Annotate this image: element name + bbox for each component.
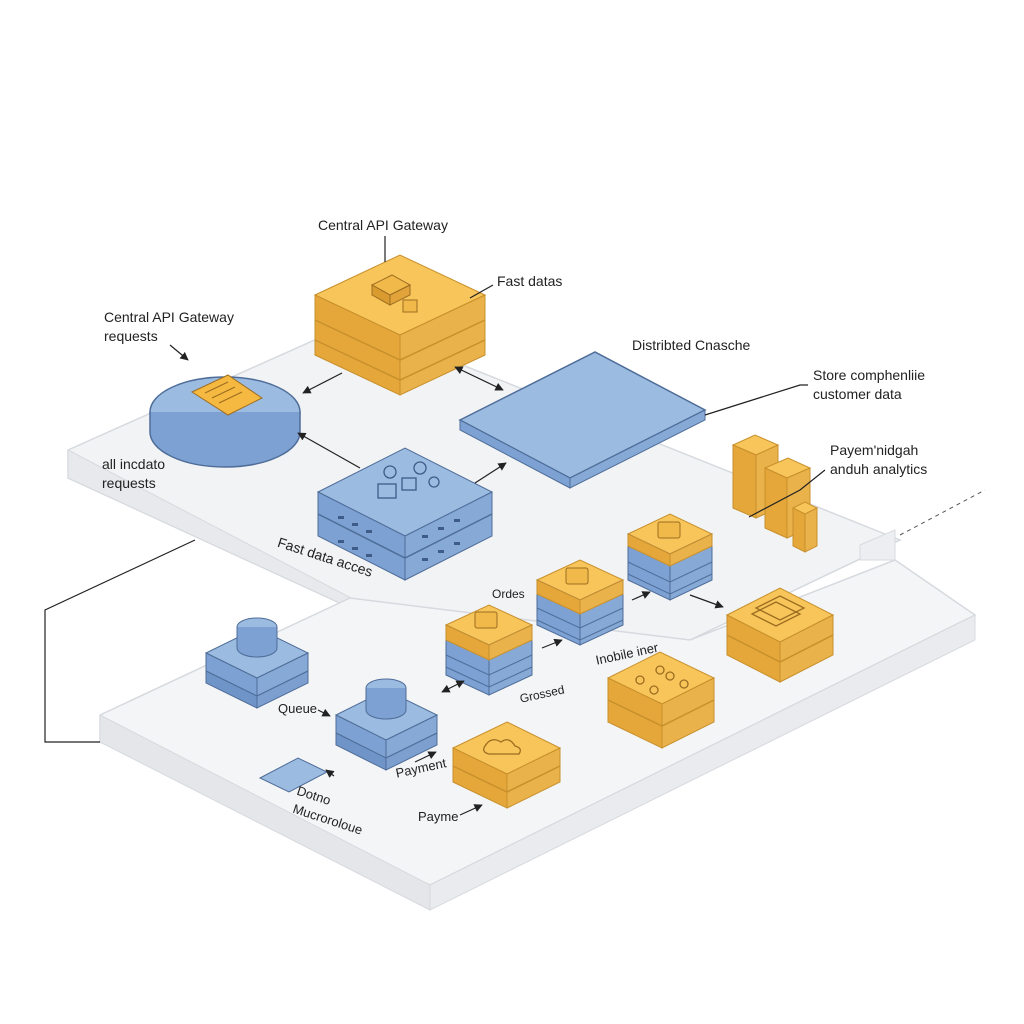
label-fast-data: Fast datas: [497, 273, 563, 289]
api-gateway-stack[interactable]: [313, 254, 487, 396]
lock-icon: [474, 611, 498, 629]
analytics-bars[interactable]: [731, 434, 819, 553]
payment-service-box[interactable]: [451, 721, 562, 809]
fast-data-server-stack[interactable]: [316, 447, 494, 581]
gamepad-icon: [635, 665, 689, 695]
label-payment-bottom: Payme: [418, 809, 459, 824]
label-all-requests-2: requests: [102, 475, 156, 491]
label-orders: Ordes: [492, 587, 525, 601]
label-distributed-cache: Distribted Cnasche: [632, 337, 751, 353]
label-all-requests-1: all incdato: [102, 456, 166, 472]
database-stack-left[interactable]: [204, 617, 310, 709]
label-queue: Queue: [278, 701, 318, 716]
label-gateway-left-2: requests: [104, 328, 158, 344]
label-store-2: customer data: [813, 386, 902, 402]
label-payment-1: Payem'nidgah: [830, 442, 919, 458]
cloud-icon: [483, 739, 521, 755]
server-icon: [370, 274, 418, 313]
flow-arrows: [169, 236, 826, 816]
lock-icon: [657, 521, 681, 539]
window-service-box[interactable]: [725, 587, 835, 683]
label-payment-2: anduh analytics: [830, 461, 928, 477]
database-stack-mid[interactable]: [334, 678, 439, 771]
distributed-cache-slab[interactable]: [458, 351, 707, 489]
service-stack-right[interactable]: [626, 513, 714, 601]
label-gateway-left-1: Central API Gateway: [104, 309, 234, 325]
service-stack-mid[interactable]: [535, 559, 625, 646]
users-icon: [377, 461, 440, 499]
window-icon: [750, 595, 806, 627]
label-gateway-top: Central API Gateway: [318, 217, 448, 233]
right-dashed-line: [899, 489, 986, 536]
gamepad-service-box[interactable]: [606, 651, 716, 749]
left-connector-line: [44, 539, 196, 743]
label-store-1: Store comphenliie: [813, 367, 926, 383]
service-stack-left[interactable]: [444, 604, 534, 696]
tag-icon: [190, 374, 263, 416]
gateway-requests-disk[interactable]: [149, 374, 301, 468]
lock-icon: [565, 567, 589, 585]
